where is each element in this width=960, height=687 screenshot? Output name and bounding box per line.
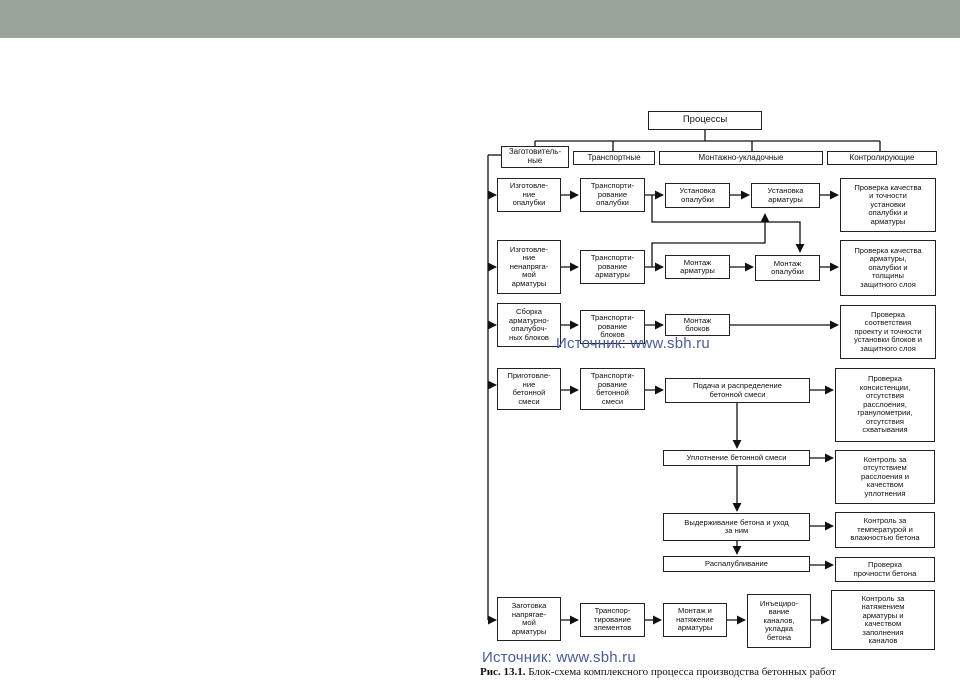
header-preparatory: Заготовитель- ные [501,146,569,168]
root-node: Процессы [648,111,762,130]
chain-curing-node: Выдерживание бетона и уход за ним [663,513,810,541]
row1-mount-a-node: Установка опалубки [665,183,730,208]
row2-transport-node: Транспорти- рование арматуры [580,250,645,284]
header-transport: Транспортные [573,151,655,165]
row2-prep-node: Изготовле- ние ненапряга- мой арматуры [497,240,561,294]
row3-prep-node: Сборка арматурно- опалубоч- ных блоков [497,303,561,347]
chain-stripping-node: Распалубливание [663,556,810,572]
header-mounting: Монтажно-укладочные [659,151,823,165]
row1-prep-node: Изготовле- ние опалубки [497,178,561,212]
caption-figure-number: Рис. 13.1. [480,666,526,678]
row5-prep-node: Заготовка напрягае- мой арматуры [497,597,561,641]
row4-control-node: Проверка консистенции, отсутствия рассло… [835,368,935,442]
row5-control-node: Контроль за натяжением арматуры и качест… [831,590,935,650]
figure-caption: Рис. 13.1. Блок-схема комплексного проце… [480,666,950,678]
caption-text: Блок-схема комплексного процесса произво… [528,666,836,678]
row3-control-node: Проверка соответствия проекту и точности… [840,305,936,359]
watermark-middle: Источник: www.sbh.ru [556,335,710,352]
chain-curing-control-node: Контроль за температурой и влажностью бе… [835,512,935,548]
row5-mount-b-node: Инъециро- вание каналов, укладка бетона [747,594,811,648]
row4-transport-node: Транспорти- рование бетонной смеси [580,368,645,410]
row1-mount-b-node: Установка арматуры [751,183,820,208]
watermark-bottom: Источник: www.sbh.ru [482,649,636,666]
row4-mount-node: Подача и распределение бетонной смеси [665,378,810,403]
row2-mount-a-node: Монтаж арматуры [665,255,730,279]
chain-compaction-node: Уплотнение бетонной смеси [663,450,810,466]
row1-control-node: Проверка качества и точности установки о… [840,178,936,232]
chain-stripping-control-node: Проверка прочности бетона [835,557,935,582]
row5-transport-node: Транспор- тирование элементов [580,603,645,637]
chain-compaction-control-node: Контроль за отсутствием расслоения и кач… [835,450,935,504]
row2-mount-b-node: Монтаж опалубки [755,255,820,281]
row1-transport-node: Транспорти- рование опалубки [580,178,645,212]
row3-mount-a-node: Монтаж блоков [665,314,730,336]
slide-top-bar [0,0,960,38]
row5-mount-a-node: Монтаж и натяжение арматуры [663,603,727,637]
row2-control-node: Проверка качества арматуры, опалубки и т… [840,240,936,296]
header-control: Контролирующие [827,151,937,165]
row4-prep-node: Приготовле- ние бетонной смеси [497,368,561,410]
row3-transport-node: Транспорти- рование блоков [580,310,645,344]
